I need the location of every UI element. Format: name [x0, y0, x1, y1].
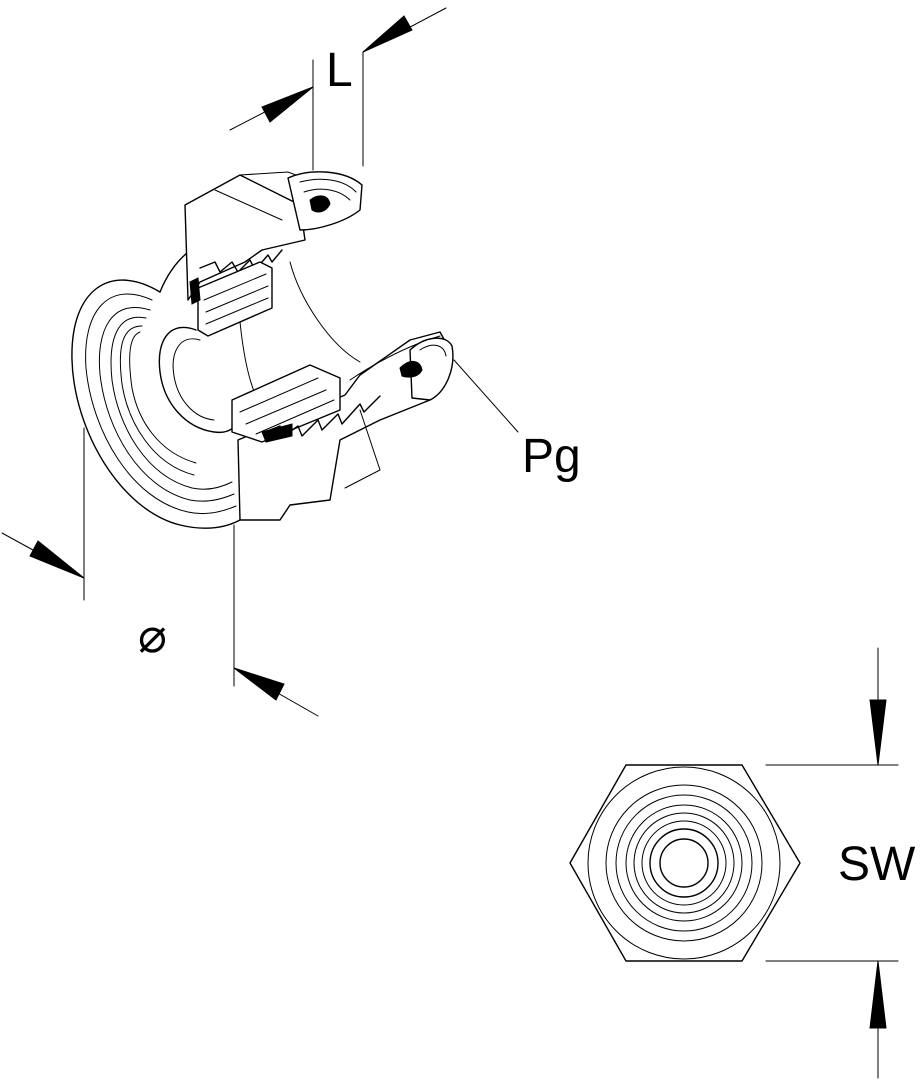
dimension-l: L [229, 7, 447, 171]
dimension-pg: Pg [453, 359, 581, 483]
dimension-sw: SW [765, 647, 916, 1079]
cable-gland-cutaway [71, 171, 454, 529]
label-pg: Pg [522, 430, 581, 483]
label-sw: SW [838, 838, 916, 891]
label-diameter: ⌀ [138, 610, 167, 663]
label-l: L [326, 44, 353, 97]
dimension-diameter: ⌀ [1, 427, 319, 717]
hex-front-view [569, 764, 801, 962]
